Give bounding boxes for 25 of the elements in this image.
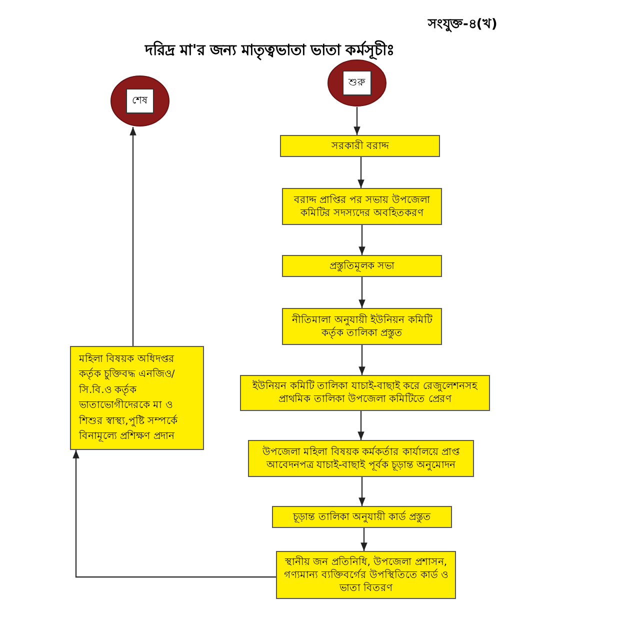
terminal-label: শেষ [126,88,154,114]
terminal-circle [327,59,387,107]
annex-label: সংযুক্ত-৪(খ) [428,16,498,34]
process-box: উপজেলা মহিলা বিষয়ক কর্মকর্তার কার্যালয়ে প্রাপ্ত আবেদনপত্র যাচাই-বাছাই পূর্বক চূড়ান্ত অনুমোদন [248,440,474,477]
process-box: বরাদ্দ প্রাপ্তির পর সভায় উপজেলা কমিটির সদস্যদের অবহিতকরণ [282,188,442,225]
process-box: মহিলা বিষয়ক অধিদপ্তর কর্তৃক চুক্তিবদ্ধ এনজিও/সি.বি.ও কর্তৃক ভাতাভোগীদেরকে মা ও শিশুর স্বাস্থ্য,পুষ্টি সম্পর্কে বিনামূল্যে প্রশিক্ষণ প্রদান [70,346,204,450]
arrow [130,127,136,346]
arrow [358,411,364,440]
process-box: নীতিমালা অনুযায়ী ইউনিয়ন কমিটি কর্তৃক তালিকা প্রস্তুত [282,308,442,345]
process-box: স্থানীয় জন প্রতিনিধি, উপজেলা প্রশাসন, গণ্যমান্য ব্যক্তিবর্গের উপস্থিতিতে কার্ড ও ভাতা বিতরণ [276,551,456,599]
arrow [72,450,276,578]
arrow [358,225,366,255]
arrow [358,345,366,375]
arrow [354,107,360,135]
process-box: ইউনিয়ন কমিটি তালিকা যাচাই-বাছাই করে রেজুলেশনসহ প্রাথমিক তালিকা উপজেলা কমিটিতে প্রেরণ [240,375,490,411]
terminal-circle [110,75,170,127]
process-box: সরকারী বরাদ্দ [280,135,440,157]
arrow [358,277,366,308]
arrow [358,157,364,188]
process-box: প্রস্তুতিমূলক সভা [282,255,442,277]
arrow [360,528,368,551]
terminal-label: শুরু [342,70,372,96]
title: দরিদ্র মা'র জন্য মাতৃত্বভাতা ভাতা কর্মসূচীঃ [145,39,395,62]
process-box: চূড়ান্ত তালিকা অনুযায়ী কার্ড প্রস্তুত [272,506,452,528]
arrow [358,477,366,506]
